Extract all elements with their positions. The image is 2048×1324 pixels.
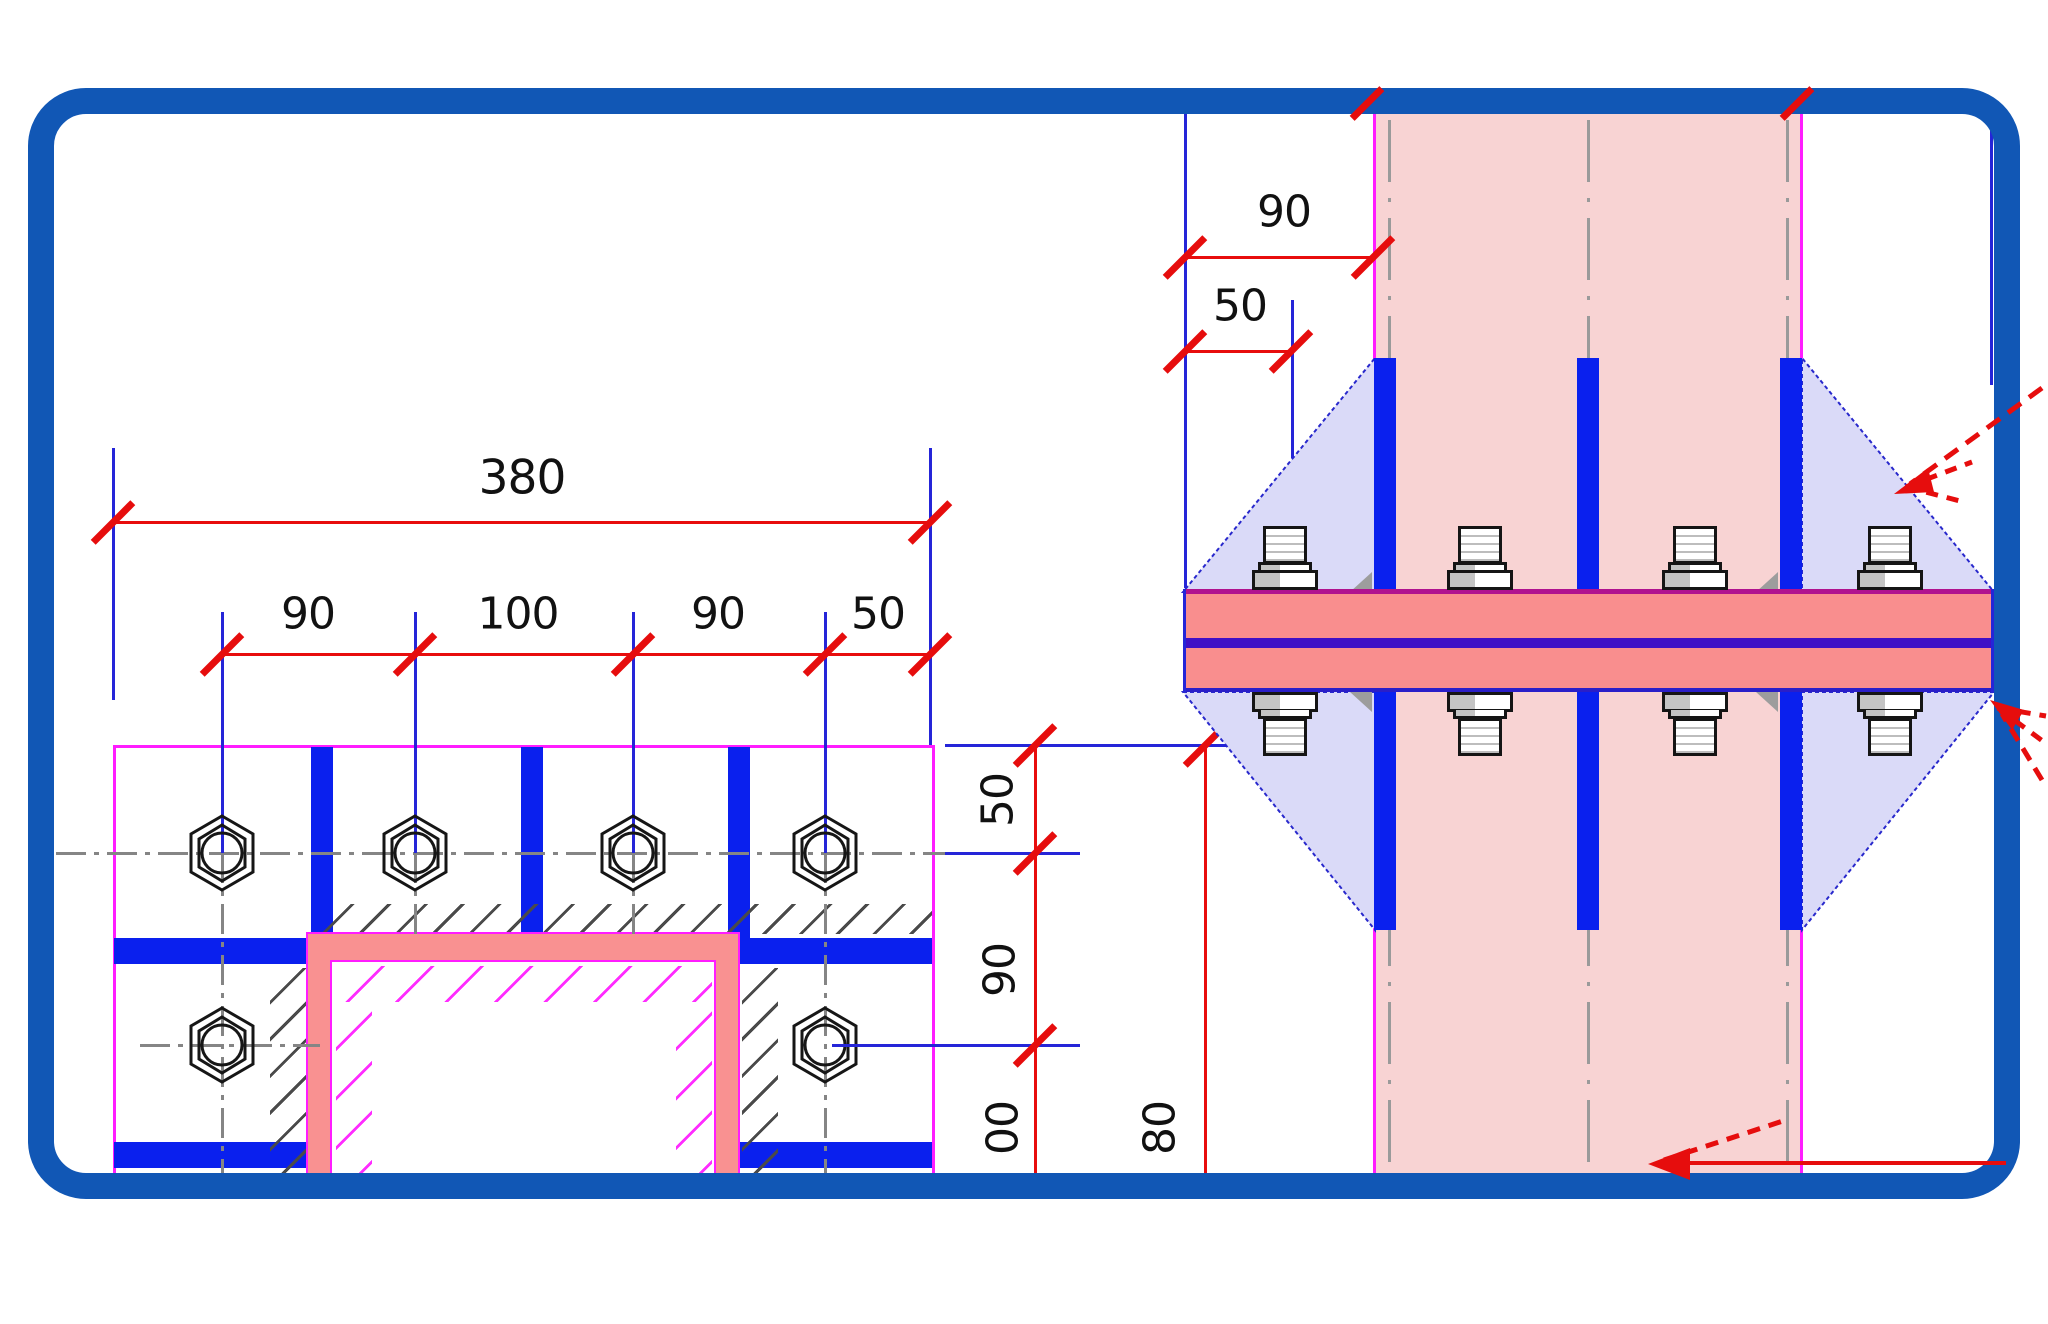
centerline-col3	[632, 853, 635, 934]
bolt-hex	[189, 1006, 255, 1084]
centerline-row1	[56, 852, 992, 855]
dim-label-50-elev: 50	[1213, 280, 1268, 332]
elev-stiffener-bar	[1780, 358, 1802, 592]
arrowhead	[1648, 1148, 1690, 1180]
dim-label-100: 100	[477, 588, 560, 640]
extension-line	[632, 612, 635, 853]
bolt-hex	[189, 814, 255, 892]
extension-line	[221, 612, 224, 853]
dimension-line-380	[113, 521, 932, 524]
gusset-lower-right	[1801, 691, 1994, 933]
extension-line	[929, 448, 932, 745]
section-hatch	[336, 1002, 372, 1173]
plan-stiffener-bar	[521, 747, 543, 939]
column-section-wall-right	[714, 960, 740, 1173]
dimension-line-chain	[222, 653, 930, 656]
dim-label-90: 90	[691, 588, 746, 640]
centerline-col1	[221, 853, 224, 1173]
column-edge	[1373, 114, 1376, 360]
section-hatch	[676, 1002, 712, 1173]
dim-label-50: 50	[851, 588, 906, 640]
elev-stiffener-bar	[1577, 358, 1599, 592]
dimension-line-50	[1185, 350, 1292, 353]
column-section-wall-left	[306, 960, 332, 1173]
plan-flange-band	[114, 938, 308, 964]
weld-hatch	[270, 968, 306, 1173]
bolt-hex	[792, 814, 858, 892]
centerline-col4	[824, 853, 827, 1173]
column-edge	[1800, 114, 1803, 360]
column-section-flange	[306, 932, 740, 962]
plan-stiffener-bar	[311, 747, 333, 939]
end-plate-side	[1183, 589, 1186, 692]
arrowhead	[1990, 700, 2024, 730]
extension-line	[1291, 300, 1294, 458]
extension-line	[945, 744, 1250, 747]
weld-hatch	[742, 968, 778, 1173]
centerline-col2	[414, 853, 417, 934]
end-plate-bottom	[1183, 648, 1994, 688]
end-plate-bottom-edge	[1183, 688, 1994, 692]
leader-line	[832, 1044, 1080, 1047]
plan-stiffener-bar	[728, 747, 750, 939]
end-plate-top-edge	[1183, 589, 1994, 594]
bolt-hex	[382, 814, 448, 892]
end-plate-top	[1183, 594, 1994, 638]
arrow-gusset-leader	[1908, 385, 2044, 487]
elev-stiffener-bar	[1780, 692, 1802, 930]
dim-label-90-elev: 90	[1257, 186, 1312, 238]
end-plate-side	[1991, 589, 1994, 692]
extension-line	[824, 612, 827, 853]
plan-flange-band	[738, 938, 932, 964]
column-edge	[1373, 928, 1376, 1173]
extension-line	[1990, 114, 1993, 385]
arrowhead	[1894, 468, 1934, 494]
elev-stiffener-bar	[1374, 692, 1396, 930]
arrow-plate-leader	[1999, 712, 2045, 782]
extension-line	[945, 852, 1080, 855]
centerline-row2	[140, 1044, 320, 1047]
dimension-line-90	[1185, 256, 1375, 259]
dim-label-380: 380	[478, 450, 567, 506]
gusset-upper-right	[1801, 355, 1994, 593]
plate-joint-line	[1183, 638, 1994, 648]
extension-line	[112, 448, 115, 700]
column-edge	[1800, 928, 1803, 1173]
elev-stiffener-bar	[1577, 692, 1599, 930]
bolt-hex	[600, 814, 666, 892]
weld-hatch	[318, 904, 932, 934]
dim-label-90: 90	[281, 588, 336, 640]
dimension-line-vertical	[1034, 745, 1037, 1173]
section-hatch	[336, 966, 712, 1002]
dimension-line-vertical-overall	[1204, 745, 1207, 1173]
extension-line	[414, 612, 417, 853]
elev-stiffener-bar	[1374, 358, 1396, 592]
